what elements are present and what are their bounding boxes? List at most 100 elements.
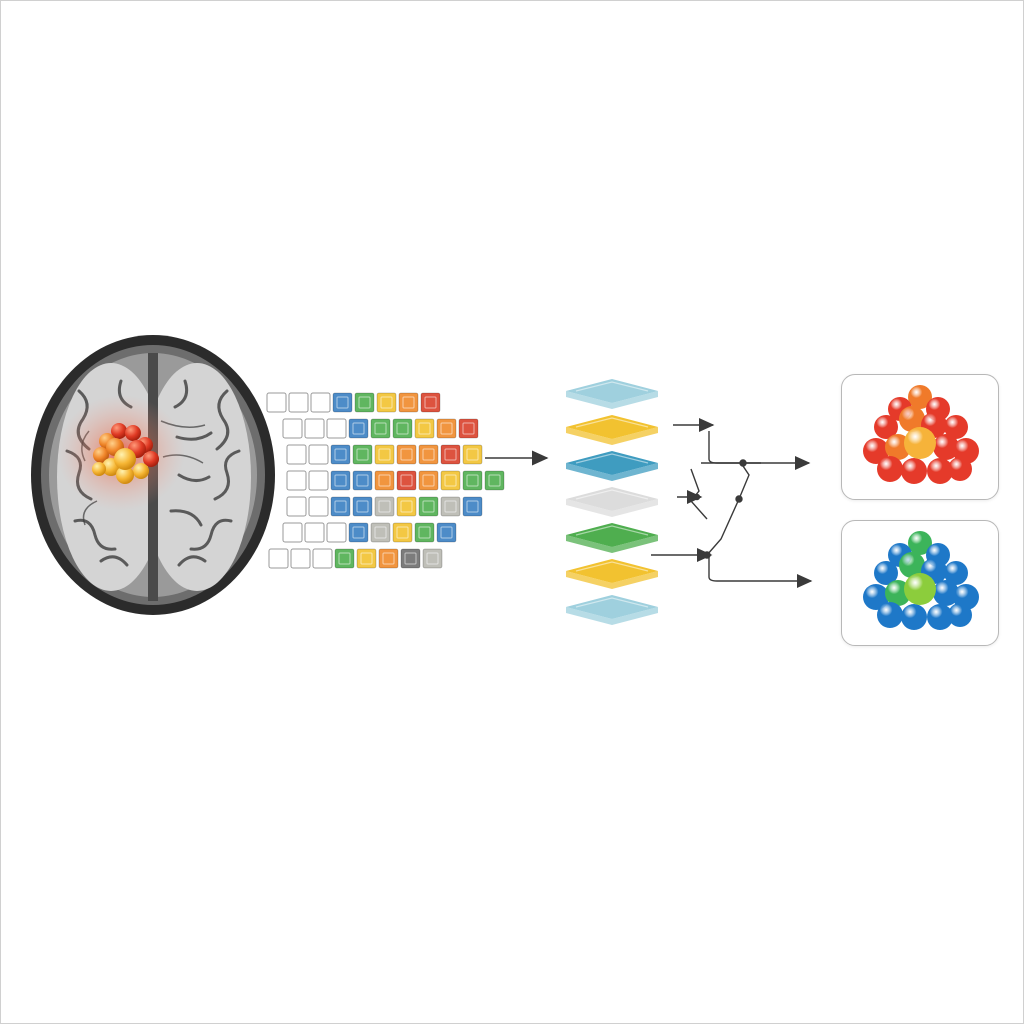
layer-stack-icon xyxy=(566,379,658,625)
patch-cell-detail xyxy=(440,422,453,435)
patch-cell-detail xyxy=(400,474,413,487)
patch-cell xyxy=(308,470,329,491)
patch-cell xyxy=(440,496,461,517)
cool-cluster-card xyxy=(841,520,999,646)
patch-cell xyxy=(352,496,373,517)
patch-cell xyxy=(418,496,439,517)
patch-cell xyxy=(330,496,351,517)
patch-cell-detail xyxy=(356,474,369,487)
patch-cell-detail xyxy=(466,500,479,513)
patch-cell-detail xyxy=(338,552,351,565)
patch-cell xyxy=(354,392,375,413)
patch-cell xyxy=(462,496,483,517)
patch-cell-detail xyxy=(426,552,439,565)
patch-cell xyxy=(304,418,325,439)
patch-cell xyxy=(418,444,439,465)
patch-cell-detail xyxy=(396,422,409,435)
patch-cell xyxy=(334,548,355,569)
cluster-sphere xyxy=(927,458,953,484)
patch-cell-detail xyxy=(400,500,413,513)
patch-cell-detail xyxy=(418,526,431,539)
patch-cell-detail xyxy=(444,474,457,487)
patch-cell xyxy=(462,444,483,465)
patch-cell xyxy=(374,444,395,465)
patch-cell xyxy=(356,548,377,569)
patch-cell xyxy=(400,548,421,569)
patch-cell xyxy=(398,392,419,413)
patch-cell xyxy=(370,418,391,439)
patch-cell xyxy=(308,444,329,465)
patch-cell xyxy=(484,470,505,491)
patch-cell xyxy=(414,418,435,439)
patch-cell xyxy=(348,418,369,439)
patch-cell-detail xyxy=(334,500,347,513)
cluster-sphere xyxy=(863,438,889,464)
cluster-sphere xyxy=(899,406,925,432)
patch-cell xyxy=(378,548,399,569)
cluster-sphere xyxy=(908,531,932,555)
patch-grid-icon xyxy=(266,392,505,569)
patch-cell xyxy=(436,418,457,439)
cluster-sphere xyxy=(863,584,889,610)
patch-cell xyxy=(374,496,395,517)
patch-cell-detail xyxy=(352,422,365,435)
patch-cell xyxy=(458,418,479,439)
patch-cell xyxy=(286,496,307,517)
layer-slab xyxy=(566,559,658,589)
cluster-sphere xyxy=(901,458,927,484)
cluster-sphere xyxy=(933,580,959,606)
sphere-cluster-icon xyxy=(863,531,979,630)
patch-cell-detail xyxy=(352,526,365,539)
cluster-sphere xyxy=(899,552,925,578)
patch-cell xyxy=(396,496,417,517)
patch-cell-detail xyxy=(422,448,435,461)
cluster-sphere xyxy=(877,602,903,628)
patch-cell xyxy=(282,522,303,543)
patch-cell-detail xyxy=(444,500,457,513)
cluster-sphere xyxy=(904,427,936,459)
patch-cell xyxy=(440,470,461,491)
layer-slab xyxy=(566,451,658,481)
patch-cell-detail xyxy=(360,552,373,565)
patch-cell xyxy=(376,392,397,413)
patch-cell xyxy=(422,548,443,569)
patch-cell-detail xyxy=(356,448,369,461)
patch-cell-detail xyxy=(374,422,387,435)
patch-cell xyxy=(392,522,413,543)
cluster-sphere xyxy=(944,561,968,585)
patch-cell xyxy=(288,392,309,413)
patch-cell xyxy=(374,470,395,491)
patch-cell-detail xyxy=(418,422,431,435)
cluster-sphere xyxy=(877,456,903,482)
patch-cell xyxy=(370,522,391,543)
patch-cell-detail xyxy=(358,396,371,409)
patch-cell-detail xyxy=(396,526,409,539)
patch-cell-detail xyxy=(336,396,349,409)
cluster-sphere xyxy=(927,604,953,630)
warm-cluster-card xyxy=(841,374,999,500)
patch-cell-detail xyxy=(404,552,417,565)
patch-cell-detail xyxy=(488,474,501,487)
patch-cell xyxy=(392,418,413,439)
patch-cell xyxy=(282,418,303,439)
patch-cell xyxy=(312,548,333,569)
cluster-sphere xyxy=(948,457,972,481)
patch-cell xyxy=(266,392,287,413)
patch-cell-detail xyxy=(356,500,369,513)
patch-cell-detail xyxy=(444,448,457,461)
cluster-sphere xyxy=(933,434,959,460)
patch-cell-detail xyxy=(424,396,437,409)
layer-slab xyxy=(566,595,658,625)
brain-mri-icon xyxy=(31,335,275,615)
patch-cell-detail xyxy=(466,474,479,487)
patch-cell xyxy=(440,444,461,465)
patch-cell xyxy=(286,470,307,491)
patch-cell-detail xyxy=(422,474,435,487)
cluster-sphere xyxy=(904,573,936,605)
patch-cell xyxy=(352,470,373,491)
layer-slab xyxy=(566,523,658,553)
patch-cell-detail xyxy=(378,448,391,461)
patch-cell-detail xyxy=(440,526,453,539)
patch-cell xyxy=(308,496,329,517)
